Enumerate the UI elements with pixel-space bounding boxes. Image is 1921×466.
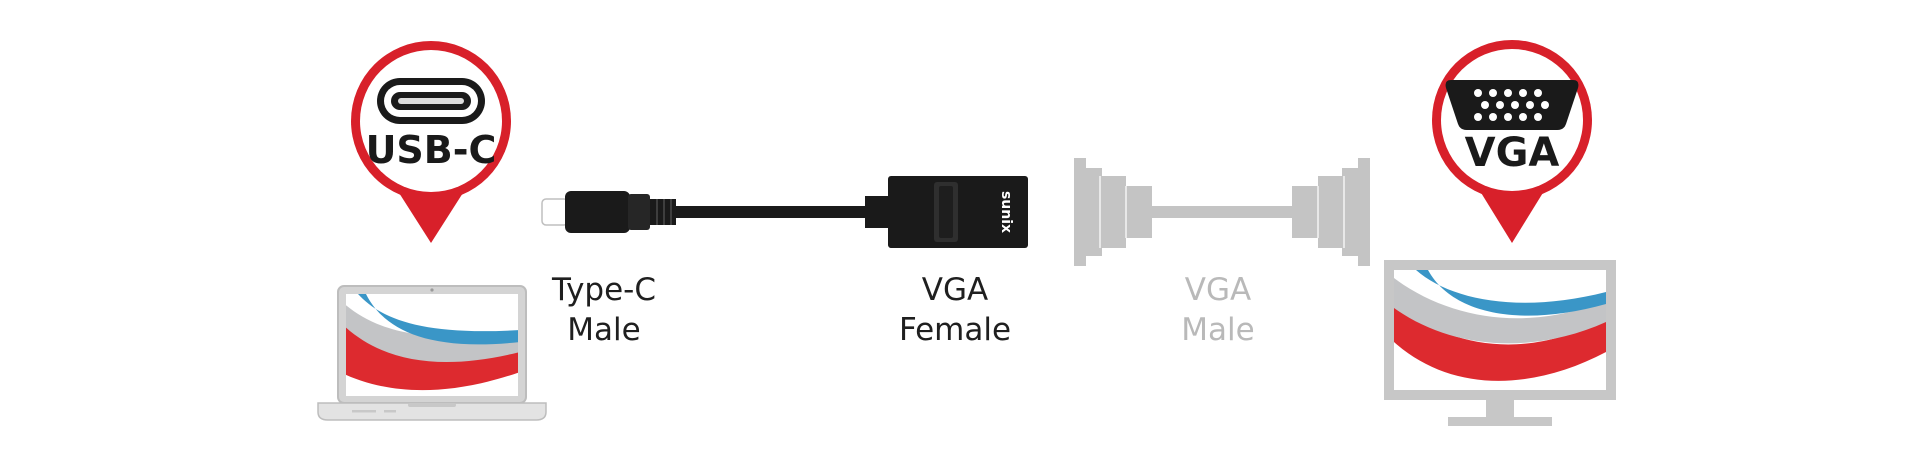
vga-pin-label: VGA <box>1465 130 1560 176</box>
type-c-label-line1: Type-C <box>551 272 657 308</box>
brand-logo: sunix <box>998 191 1014 233</box>
vga-female-adapter: sunix <box>865 176 1028 248</box>
usb-c-pin-label: USB-C <box>366 128 497 172</box>
vga-port-icon <box>1445 80 1579 130</box>
monitor-screen-wallpaper <box>1394 270 1606 381</box>
vga-male-label: VGA Male <box>1118 270 1318 350</box>
laptop-icon <box>317 285 547 421</box>
vga-male-label-line2: Male <box>1181 312 1255 348</box>
vga-male-connector-left <box>1074 158 1152 266</box>
pin-pointer <box>394 185 468 243</box>
usb-c-location-pin: USB-C <box>351 41 511 243</box>
type-c-male-label: Type-C Male <box>504 270 704 350</box>
vga-female-label-line1: VGA <box>921 272 989 308</box>
pin-pointer <box>1475 183 1549 243</box>
vga-female-label-line2: Female <box>898 312 1012 348</box>
vga-male-connector-right <box>1292 158 1370 266</box>
vga-male-label-line1: VGA <box>1184 272 1252 308</box>
laptop-screen-wallpaper <box>346 294 518 391</box>
adapter-cable <box>674 206 872 218</box>
type-c-male-plug <box>541 191 676 233</box>
vga-female-label: VGA Female <box>855 270 1055 350</box>
type-c-label-line2: Male <box>567 312 641 348</box>
monitor-icon <box>1384 260 1616 426</box>
usb-c-port-icon <box>377 78 485 124</box>
vga-location-pin: VGA <box>1432 40 1592 243</box>
vga-male-cable <box>1152 206 1292 218</box>
